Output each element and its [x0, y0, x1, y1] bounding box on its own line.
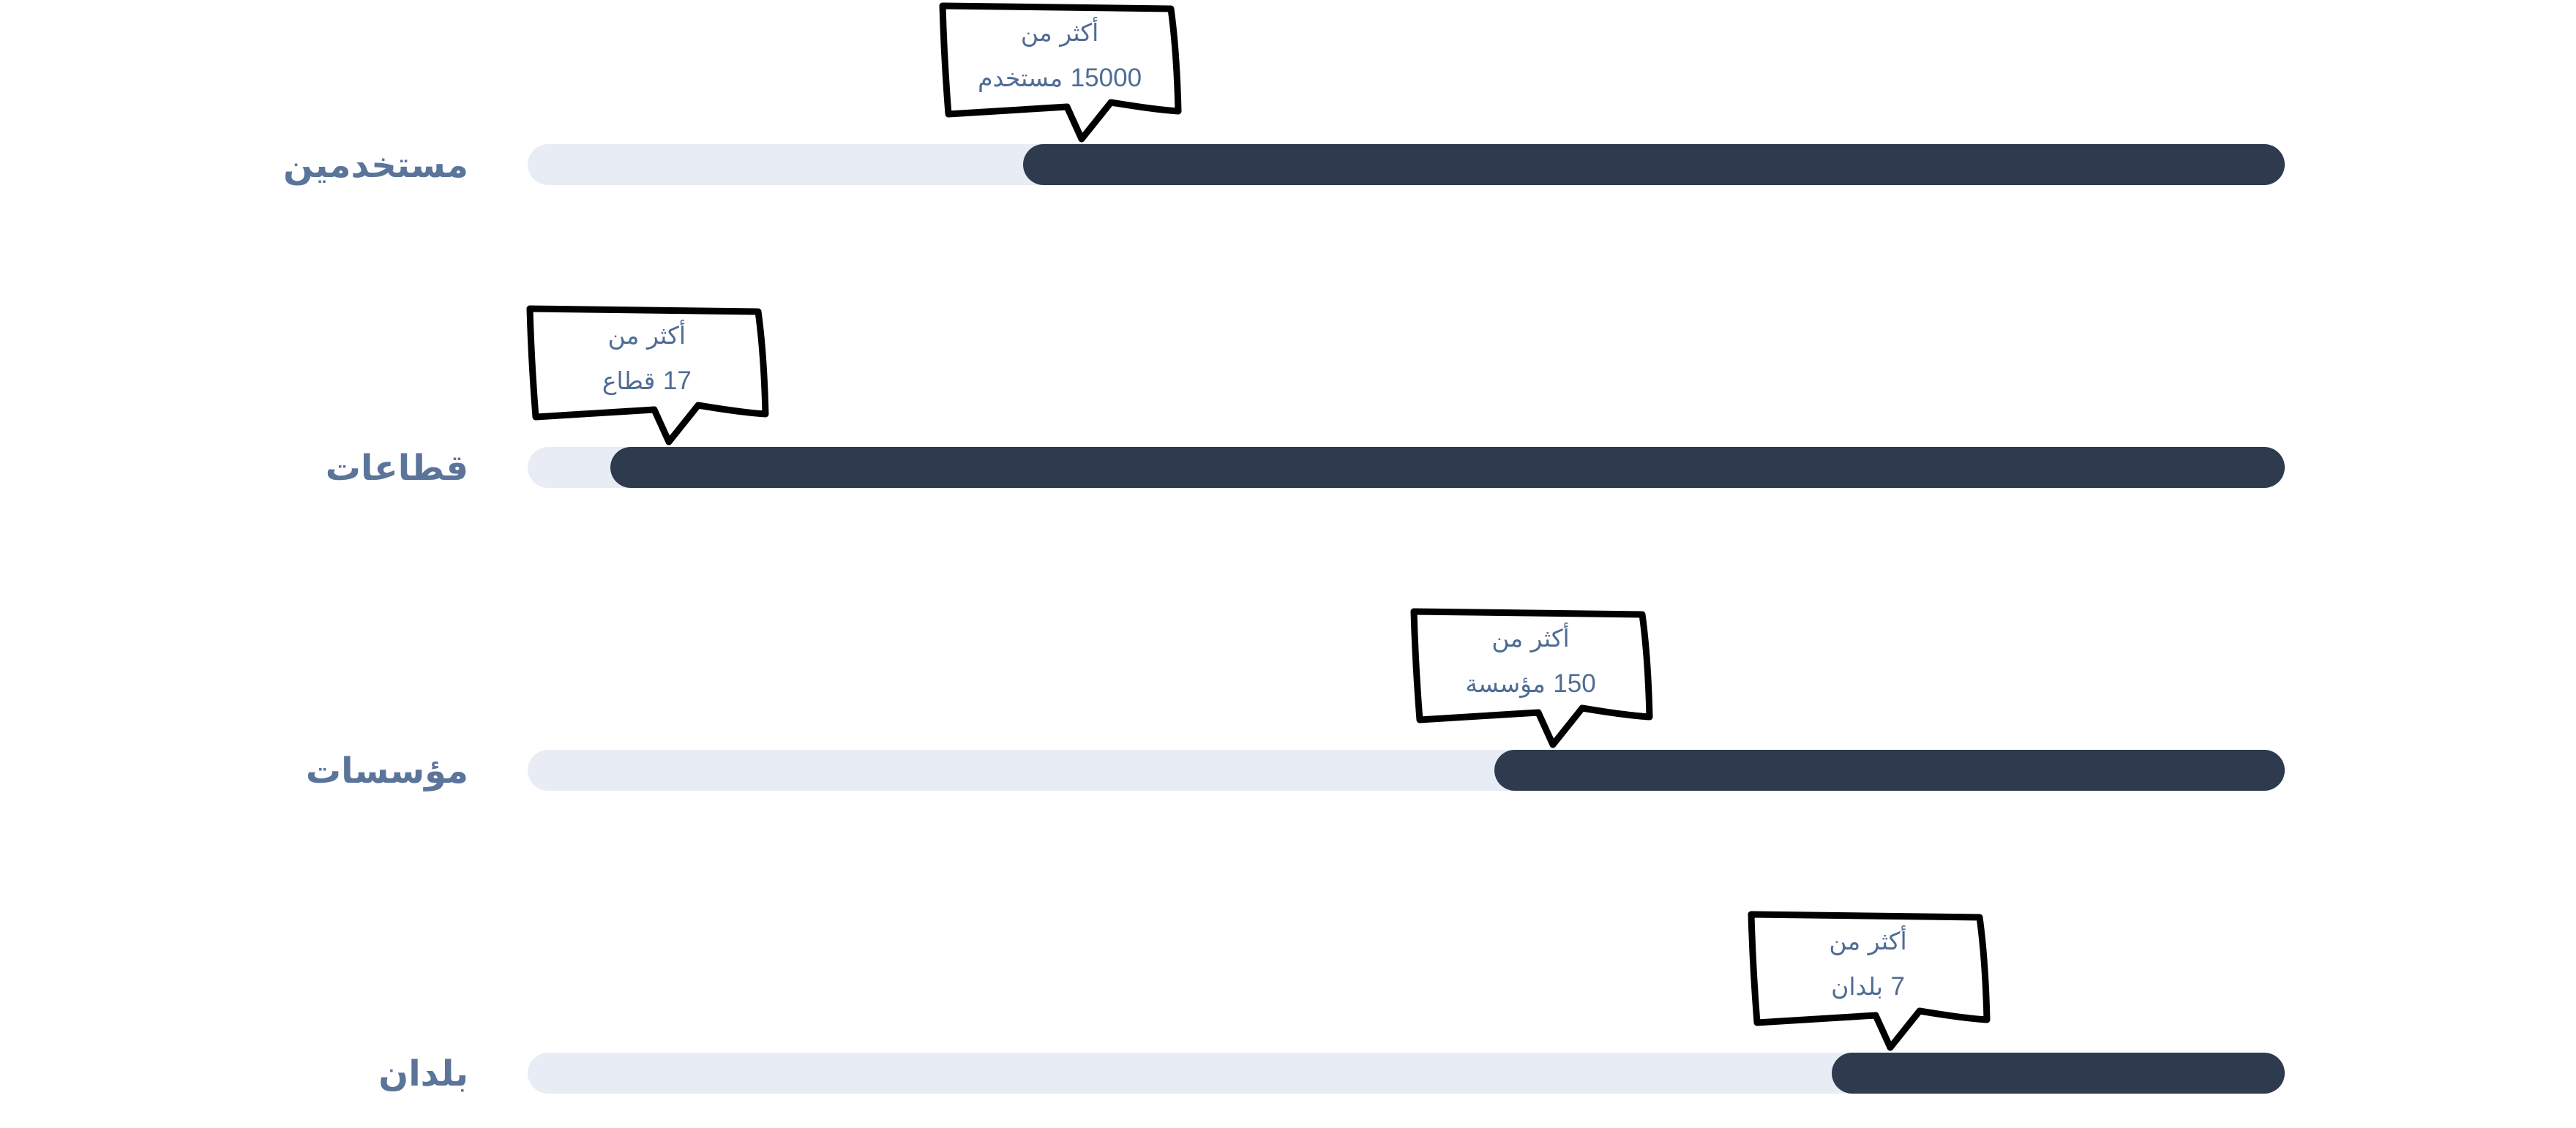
stats-progress-list: مستخدمين أكثر من 15000 مستخدم قطاعات أكث…	[0, 0, 2576, 1094]
stat-label: بلدان	[378, 1053, 468, 1094]
speech-bubble-icon	[1748, 911, 1991, 1051]
callout-bubble: أكثر من 7 بلدان	[1744, 909, 1993, 1055]
callout-unit: بلدان	[1831, 972, 1891, 1001]
callout-line-prefix: أكثر من	[607, 321, 686, 350]
callout-bubble: أكثر من 15000 مستخدم	[935, 0, 1184, 146]
progress-fill	[1494, 750, 2285, 791]
speech-bubble-icon	[1410, 608, 1653, 748]
callout-text: أكثر من 150 مؤسسة	[1421, 616, 1641, 707]
callout-line-value: 15000 مستخدم	[950, 56, 1169, 101]
callout-text: أكثر من 7 بلدان	[1759, 919, 1978, 1009]
progress-fill	[1023, 144, 2285, 185]
progress-fill	[1831, 1053, 2285, 1094]
stat-label: مؤسسات	[305, 751, 468, 792]
stat-row-institutions: مؤسسات أكثر من 150 مؤسسة	[0, 606, 2576, 825]
stat-row-users: مستخدمين أكثر من 15000 مستخدم	[0, 0, 2576, 219]
stat-label: قطاعات	[325, 448, 468, 489]
callout-unit: قطاع	[602, 366, 663, 395]
stat-row-sectors: قطاعات أكثر من 17 قطاع	[0, 303, 2576, 522]
callout-number: 150	[1553, 669, 1596, 698]
speech-bubble-icon	[939, 2, 1182, 143]
callout-line-prefix: أكثر من	[1829, 927, 1907, 955]
stat-label: مستخدمين	[283, 145, 468, 186]
speech-bubble-icon	[526, 305, 769, 445]
callout-number: 7	[1890, 972, 1905, 1001]
progress-track	[528, 144, 2285, 185]
callout-number: 17	[662, 366, 692, 395]
callout-unit: مستخدم	[978, 64, 1071, 92]
callout-text: أكثر من 15000 مستخدم	[950, 10, 1169, 101]
callout-line-prefix: أكثر من	[1020, 18, 1099, 47]
progress-track	[528, 750, 2285, 791]
callout-line-value: 17 قطاع	[537, 358, 757, 404]
progress-track	[528, 1053, 2285, 1094]
callout-line-prefix: أكثر من	[1491, 624, 1570, 653]
callout-bubble: أكثر من 17 قطاع	[523, 303, 771, 449]
progress-fill	[610, 447, 2285, 488]
callout-text: أكثر من 17 قطاع	[537, 313, 757, 404]
callout-bubble: أكثر من 150 مؤسسة	[1407, 606, 1655, 752]
stat-row-countries: بلدان أكثر من 7 بلدان	[0, 909, 2576, 1128]
callout-unit: مؤسسة	[1465, 669, 1554, 698]
callout-line-value: 7 بلدان	[1759, 964, 1978, 1009]
callout-line-value: 150 مؤسسة	[1421, 661, 1641, 707]
callout-number: 15000	[1070, 64, 1142, 92]
progress-track	[528, 447, 2285, 488]
